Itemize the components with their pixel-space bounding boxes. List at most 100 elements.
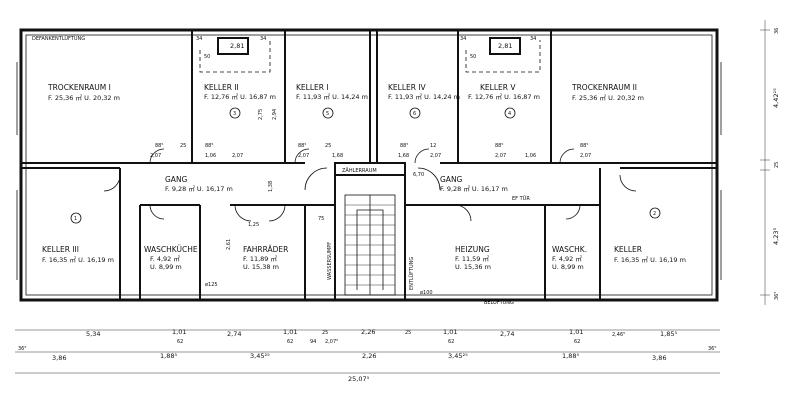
dim-row1b-4: 25: [405, 330, 411, 336]
dim-right-0: 36: [774, 28, 780, 34]
dim-row1-5: 1,01: [443, 328, 457, 336]
dim-106-a: 1,06: [205, 153, 216, 159]
dim-261: 2,61: [226, 239, 232, 250]
dim-34-c: 34: [460, 36, 466, 42]
waschkueche-area1: F. 4,92 ㎡: [150, 254, 180, 263]
dim-34-d: 34: [530, 36, 536, 42]
dim-row2-2: 3,45²⁵: [250, 352, 270, 360]
wasch-right-area2: U. 8,99 m: [552, 263, 584, 271]
dim-885-e: 88⁵: [495, 143, 503, 149]
dim-row1-8: 1,85⁵: [660, 330, 677, 338]
dim-row2-1: 1,88⁵: [160, 352, 177, 360]
heizung-name: HEIZUNG: [455, 245, 490, 254]
dim-50-a: 50: [204, 54, 210, 60]
dim-885-d: 88⁵: [400, 143, 408, 149]
waschkueche-name: WASCHKÜCHE: [144, 245, 198, 254]
dim-34-a: 34: [196, 36, 202, 42]
right-dimensions: 36 4,42²⁵ 25 4,23⁵ 36⁵: [760, 20, 780, 305]
dim-281-r: 2,81: [498, 42, 512, 50]
gang-left-name: GANG: [165, 175, 188, 184]
dim-row2-0: 3,86: [52, 354, 66, 362]
dim-12: 12: [430, 143, 436, 149]
dim-885-c: 88⁵: [298, 143, 306, 149]
keller-5-name: KELLER V: [480, 83, 516, 92]
dim-168-a: 1,68: [332, 153, 343, 159]
dim-total: 25,07⁵: [348, 375, 370, 383]
dim-25-b: 25: [325, 143, 331, 149]
dim-670: 6,70: [413, 172, 424, 178]
entlueftung-label: ENTLÜFTUNG: [408, 257, 415, 290]
heizung-area2: U. 15,36 m: [455, 263, 491, 271]
dim-row1b-3: 25: [322, 330, 328, 336]
doors: [103, 148, 637, 222]
dim-100-pipe: ø100: [420, 290, 433, 296]
dim-row1-0: 5,34: [86, 330, 100, 338]
interior-walls: [21, 30, 717, 300]
dim-row1-7: 1,01: [569, 328, 583, 336]
fahrraeder-area2: U. 15,38 m: [243, 263, 279, 271]
dim-row1-2: 2,74: [227, 330, 241, 338]
wasch-right-area1: F. 4,92 ㎡: [552, 254, 582, 263]
dim-168-b: 1,68: [398, 153, 409, 159]
dim-right-3: 4,23⁵: [772, 228, 780, 245]
dim-34-b: 34: [260, 36, 266, 42]
dim-25-a: 25: [180, 143, 186, 149]
dim-row2b-3: 36⁵: [708, 346, 716, 352]
dim-row1b-2: 94: [310, 339, 316, 345]
belueftung-label: BELÜFTUNG: [484, 299, 514, 306]
keller-4-name: KELLER IV: [388, 83, 427, 92]
trockenraum-1-name: TROCKENRAUM I: [47, 83, 111, 92]
dim-row1b-1: 62: [287, 339, 293, 345]
dim-75: 75: [318, 216, 324, 222]
keller-right-name: KELLER: [614, 245, 642, 254]
fahrraeder-name: FAHRRÄDER: [243, 245, 288, 254]
dim-885-f: 88⁵: [580, 143, 588, 149]
dim-281-l: 2,81: [230, 42, 244, 50]
dim-207-e: 2,07: [495, 153, 506, 159]
dim-50-b: 50: [470, 54, 476, 60]
dim-row2-6: 3,86: [652, 354, 666, 362]
bottom-dimensions: 5,34 1,01 2,74 1,01 2,26 1,01 2,74 1,01 …: [15, 328, 720, 383]
dim-138: 1,38: [268, 181, 274, 192]
keller-1-num: 5: [326, 111, 329, 117]
dim-row1-6: 2,74: [500, 330, 514, 338]
trockenraum-2-area: F. 25,36 ㎡ U. 20,32 m: [572, 93, 644, 102]
keller-5-num: 4: [508, 111, 511, 117]
dim-207-c: 2,07: [298, 153, 309, 159]
dim-125: 1,25: [248, 222, 259, 228]
trockenraum-2-name: TROCKENRAUM II: [571, 83, 637, 92]
dim-row2-3: 2,26: [362, 352, 376, 360]
dim-row2b-2: 2,46⁵: [612, 332, 625, 338]
keller-3-area: F. 16,35 ㎡ U. 16,19 m: [42, 255, 114, 264]
dim-row2b-1: 2,07⁵: [325, 339, 338, 345]
dim-row1-1: 1,01: [172, 328, 186, 336]
dim-275: 2,75: [258, 109, 264, 120]
dim-right-4: 36⁵: [774, 292, 780, 300]
dim-294: 2,94: [272, 109, 278, 120]
keller-4-area: F. 11,93 ㎡ U. 14,24 m: [388, 92, 460, 101]
keller-2-name: KELLER II: [204, 83, 239, 92]
fahrraeder-area1: F. 11,89 ㎡: [243, 254, 278, 263]
dim-207-d: 2,07: [430, 153, 441, 159]
gang-left-area: F. 9,28 ㎡ U. 16,17 m: [165, 184, 233, 193]
header-note: DEFANKENTLÜFTUNG: [32, 35, 85, 42]
dim-row1-3: 1,01: [283, 328, 297, 336]
staircase: [344, 194, 396, 296]
dim-125-pipe: ø125: [205, 282, 218, 288]
dim-207-f: 2,07: [580, 153, 591, 159]
keller-2-num: 3: [233, 111, 236, 117]
dim-row1b-0: 62: [177, 339, 183, 345]
keller-1-name: KELLER I: [296, 83, 329, 92]
dim-right-2: 25: [774, 162, 780, 168]
dim-row2-5: 1,88⁵: [562, 352, 579, 360]
room-labels: TROCKENRAUM I F. 25,36 ㎡ U. 20,32 m KELL…: [42, 83, 686, 271]
dim-row2-4: 3,45²⁵: [448, 352, 468, 360]
dim-right-1: 4,42²⁵: [772, 88, 780, 108]
wasch-right-name: WASCHK.: [552, 245, 587, 254]
gang-right-name: GANG: [440, 175, 463, 184]
dim-106-b: 1,06: [525, 153, 536, 159]
keller-2-area: F. 12,76 ㎡ U. 16,87 m: [204, 92, 276, 101]
ef-tuer-label: EF TÜR: [512, 195, 530, 202]
waschkueche-area2: U. 8,99 m: [150, 263, 182, 271]
